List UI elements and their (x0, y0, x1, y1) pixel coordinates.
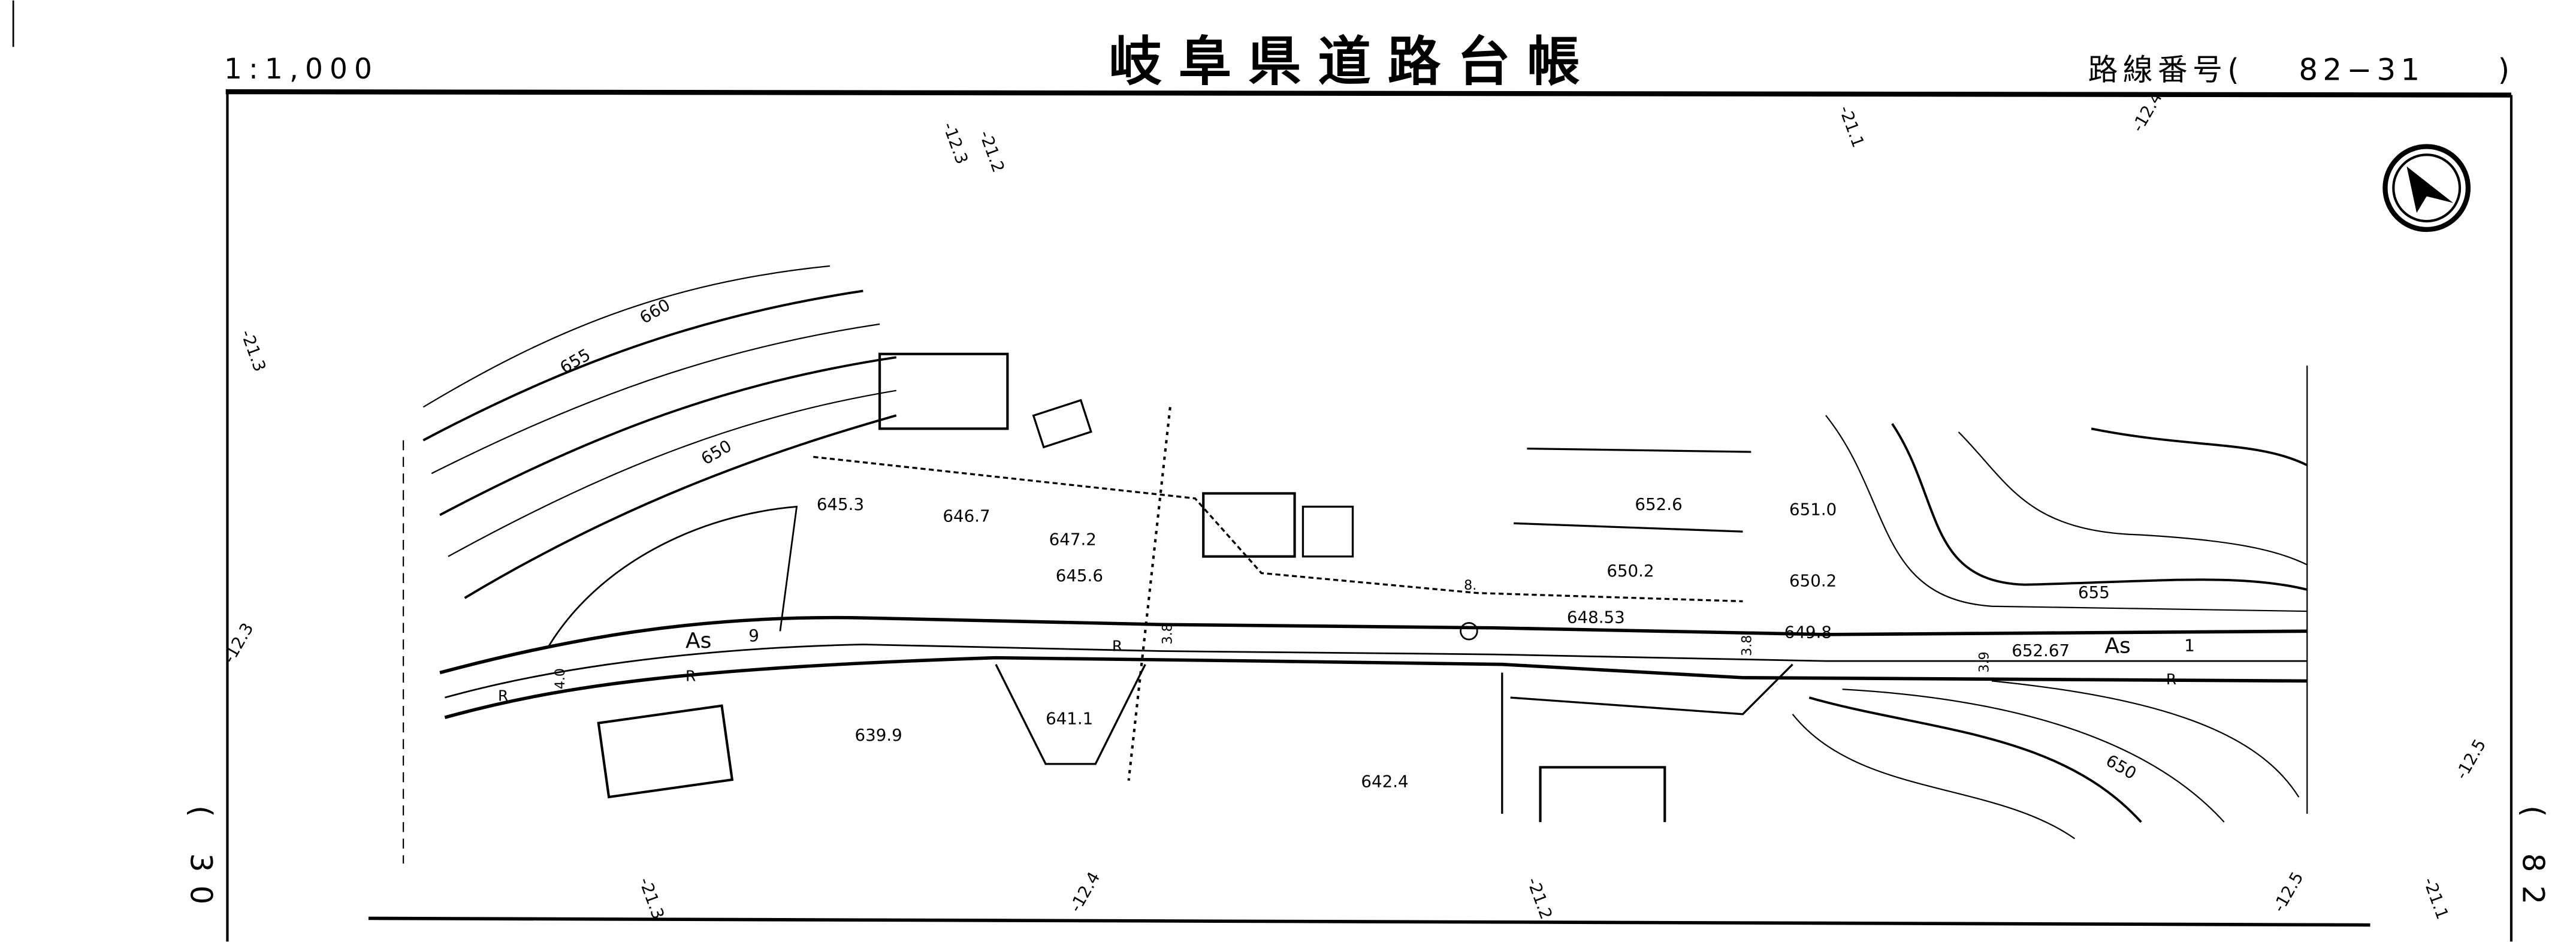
road-surface-label: As (2104, 633, 2130, 658)
left-side-label: ( 30 − (184, 805, 219, 942)
contour-label: 655 (2078, 582, 2110, 602)
map-area (402, 265, 2308, 864)
grid-label: -12.4 (1065, 868, 1104, 916)
road-r-label: R (498, 687, 508, 705)
route-number: 82−31 (2299, 53, 2424, 87)
grid-label: -21.1 (1835, 103, 1869, 150)
grid-label: -21.2 (1523, 875, 1557, 922)
contour-label: 655 (557, 345, 594, 378)
right-side-label: ( 82 − (2515, 805, 2550, 942)
elevation-label: 642.4 (1361, 772, 1408, 792)
elevation-label: 641.1 (1046, 708, 1093, 728)
road-r-label: R (685, 667, 696, 684)
road-r-label: R (2166, 671, 2176, 688)
elevation-label: 652.6 (1635, 494, 1682, 514)
elevation-label: 646.7 (943, 506, 990, 526)
width-label: 4.0 (552, 668, 568, 689)
road-number-label: 1 (2184, 636, 2195, 656)
grid-label: -21.3 (635, 875, 669, 922)
grid-label: -12.5 (2269, 868, 2307, 916)
elevation-label: 645.6 (1056, 566, 1103, 585)
grid-label: -12.3 (939, 120, 973, 167)
road-surface-label: As (685, 629, 711, 653)
elevation-label: 639.9 (855, 725, 902, 745)
elevation-label: 649.8 (1784, 622, 1832, 642)
grid-label: -21.1 (2420, 875, 2453, 922)
width-label: 8. (1464, 578, 1476, 593)
scale-label: 1:1,000 (224, 53, 379, 86)
elevation-label: 650.2 (1606, 561, 1654, 581)
elevation-label: 648.53 (1567, 607, 1625, 627)
grid-label: -12.5 (2451, 736, 2490, 783)
frame-bottom-line (368, 916, 2370, 927)
elevation-label: 647.2 (1049, 529, 1097, 549)
map-title: 岐阜県道路台帳 (1109, 31, 1596, 93)
elevation-label: 651.0 (1789, 499, 1837, 519)
elevation-label: 652.67 (2012, 641, 2070, 660)
contour-label: 650 (697, 436, 735, 469)
grid-label: -12.3 (219, 620, 257, 667)
road-number-label: 9 (748, 626, 759, 645)
elevation-label: 645.3 (817, 494, 864, 514)
width-label: 3.9 (1976, 651, 1992, 672)
contour-label: 660 (636, 295, 674, 328)
road-r-label: R (1112, 638, 1122, 655)
frame-top (225, 89, 2511, 98)
building (878, 352, 1009, 430)
grid-label: -21.3 (237, 327, 270, 375)
route-label: 路線番号( (2088, 53, 2244, 87)
elevation-label: 650.2 (1789, 571, 1837, 591)
grid-label: -21.2 (976, 128, 1009, 175)
width-label: 3.8 (1739, 635, 1754, 656)
route-close: ) (2498, 53, 2509, 87)
width-label: 3.8 (1160, 623, 1176, 644)
north-arrow-icon (2382, 144, 2471, 233)
